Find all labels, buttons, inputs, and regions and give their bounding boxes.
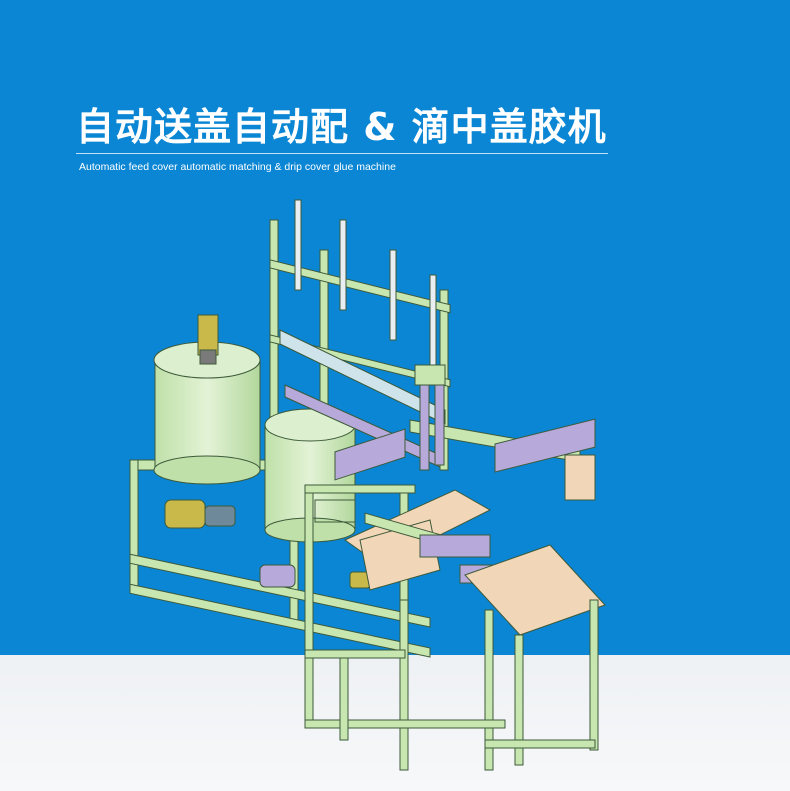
machine-cad-illustration-icon bbox=[129, 199, 606, 771]
title-divider bbox=[76, 153, 608, 154]
page-title: 自动送盖自动配 & 滴中盖胶机 bbox=[76, 105, 607, 149]
page-subtitle: Automatic feed cover automatic matching … bbox=[79, 161, 396, 173]
